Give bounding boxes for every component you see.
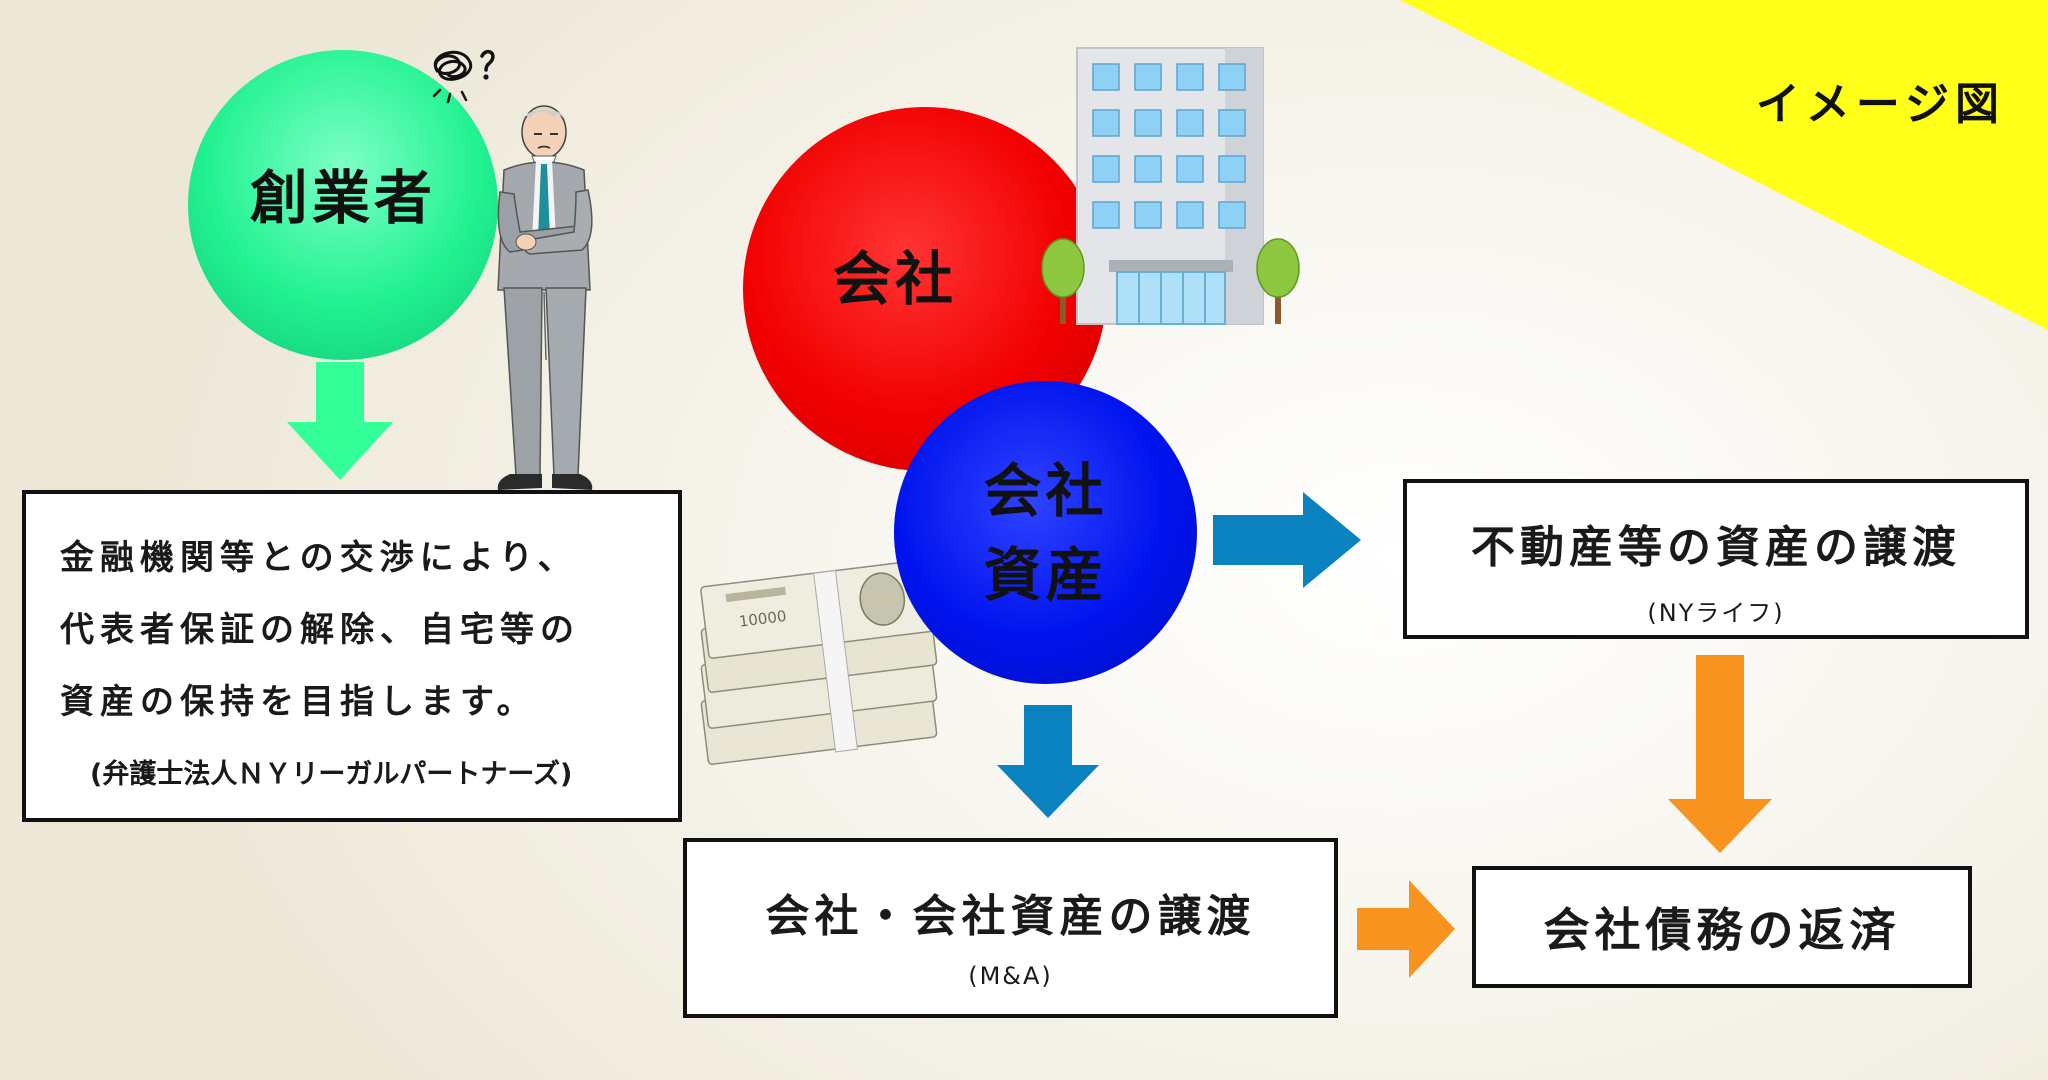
founder-description-box: 金融機関等との交渉により、 代表者保証の解除、自宅等の 資産の保持を目指します。… [22,490,682,822]
real-estate-transfer-box: 不動産等の資産の譲渡 (NYライフ) [1403,479,2029,639]
tree-icon [1256,238,1300,324]
founder-source: (弁護士法人ＮＹリーガルパートナーズ) [90,759,573,790]
company-assets-circle: 会社 資産 [894,381,1197,684]
orange-right-arrow [1357,880,1455,978]
tree-icon [1041,238,1085,324]
businessman-icon [497,105,593,490]
founder-label: 創業者 [249,164,436,232]
orange-down-arrow [1668,655,1772,853]
company-label: 会社 [832,245,957,313]
company-transfer-box: 会社・会社資産の譲渡 (M&A) [683,838,1338,1018]
company-transfer-subtitle: (M&A) [968,962,1053,990]
company-assets-label-line1: 会社 [983,456,1108,525]
blue-right-arrow [1213,492,1361,588]
green-down-arrow [287,362,393,480]
banknote-denomination: 10000 [738,607,788,631]
blue-down-arrow [997,705,1099,818]
real-estate-transfer-title: 不動産等の資産の譲渡 [1471,522,1961,573]
founder-description-line: 資産の保持を目指します。 [60,682,537,722]
founder-description-line: 金融機関等との交渉により、 [60,538,578,578]
confused-scribble-icon [432,49,495,104]
debt-repayment-box: 会社債務の返済 [1472,866,1972,988]
image-label: イメージ図 [1755,79,2005,130]
real-estate-transfer-subtitle: (NYライフ) [1647,599,1785,627]
founder-description-line: 代表者保証の解除、自宅等の [60,610,580,650]
company-transfer-title: 会社・会社資産の譲渡 [765,891,1256,942]
founder-circle: 創業者 [188,50,498,360]
debt-repayment-title: 会社債務の返済 [1543,903,1901,957]
company-assets-label-line2: 資産 [983,540,1108,609]
office-building-icon [1076,47,1264,325]
banknote-stack-icon: 10000 [700,558,938,765]
